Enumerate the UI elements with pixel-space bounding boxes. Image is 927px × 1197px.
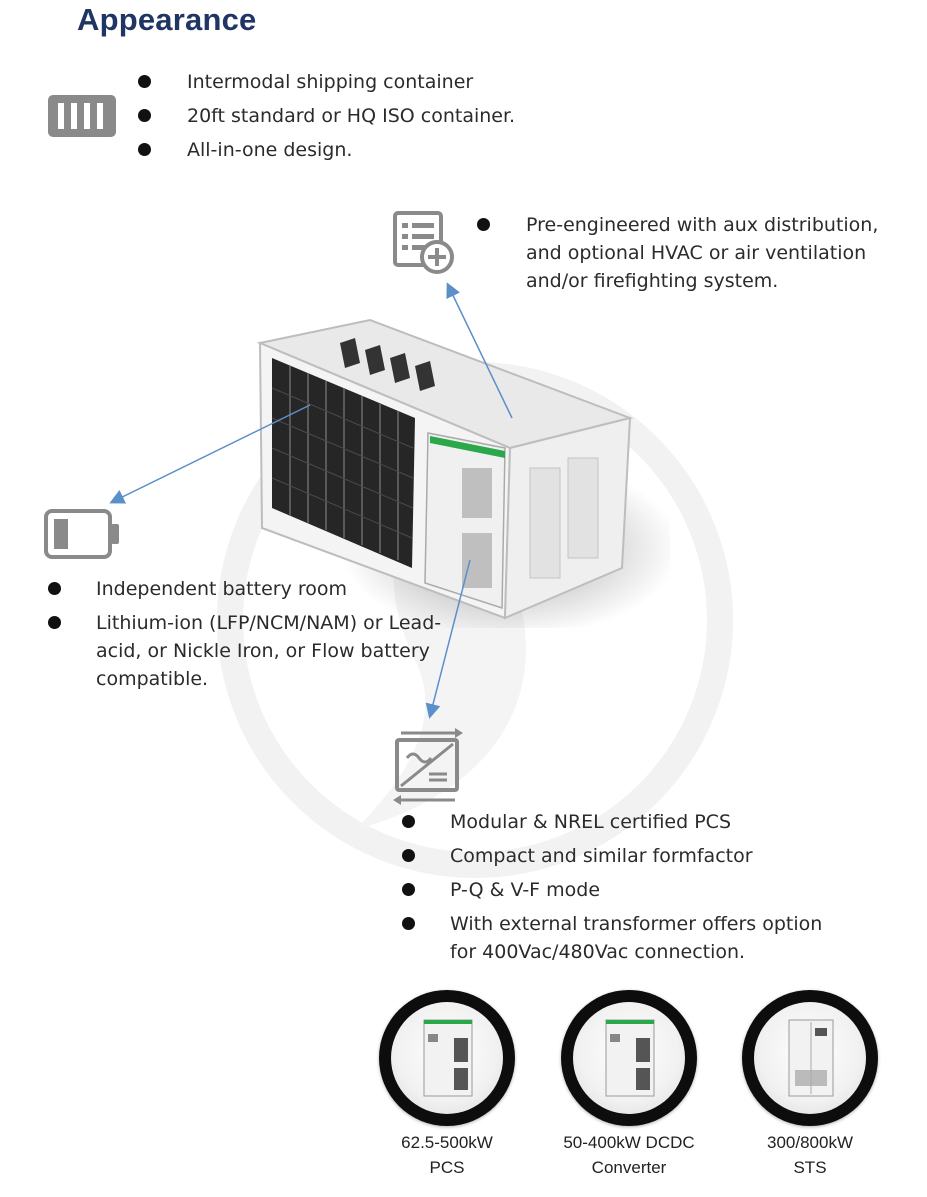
- product-image: [742, 990, 878, 1126]
- list-item: Compact and similar formfactor: [401, 842, 822, 870]
- distribution-features-list: Pre-engineered with aux distribution, an…: [476, 211, 878, 301]
- document-plus-icon: [393, 211, 454, 274]
- list-item: Modular & NREL certified PCS: [401, 808, 822, 836]
- page-title: Appearance: [77, 2, 257, 37]
- list-item: 20ft standard or HQ ISO container.: [137, 102, 515, 130]
- list-item: Lithium-ion (LFP/NCM/NAM) or Lead- acid,…: [47, 609, 441, 693]
- product-pcs: 62.5-500kW PCS: [372, 990, 522, 1180]
- product-sts: 300/800kW STS: [735, 990, 885, 1180]
- list-item: Independent battery room: [47, 575, 441, 603]
- product-image: [379, 990, 515, 1126]
- battery-features-list: Independent battery room Lithium-ion (LF…: [47, 575, 441, 699]
- battery-icon: [44, 509, 119, 559]
- pcs-features-list: Modular & NREL certified PCS Compact and…: [401, 808, 822, 972]
- product-caption: 50-400kW DCDC Converter: [563, 1133, 695, 1177]
- list-item: All-in-one design.: [137, 136, 515, 164]
- list-item: With external transformer offers option …: [401, 910, 822, 966]
- inverter-icon: [393, 728, 463, 805]
- product-caption: 300/800kW STS: [767, 1133, 853, 1177]
- container-features-list: Intermodal shipping container 20ft stand…: [137, 68, 515, 170]
- energy-storage-container-image: [256, 318, 670, 628]
- shipping-container-icon: [48, 95, 116, 137]
- product-image: [561, 990, 697, 1126]
- product-dcdc-converter: 50-400kW DCDC Converter: [554, 990, 704, 1180]
- list-item: P-Q & V-F mode: [401, 876, 822, 904]
- list-item: Pre-engineered with aux distribution, an…: [476, 211, 878, 295]
- product-caption: 62.5-500kW PCS: [401, 1133, 493, 1177]
- list-item: Intermodal shipping container: [137, 68, 515, 96]
